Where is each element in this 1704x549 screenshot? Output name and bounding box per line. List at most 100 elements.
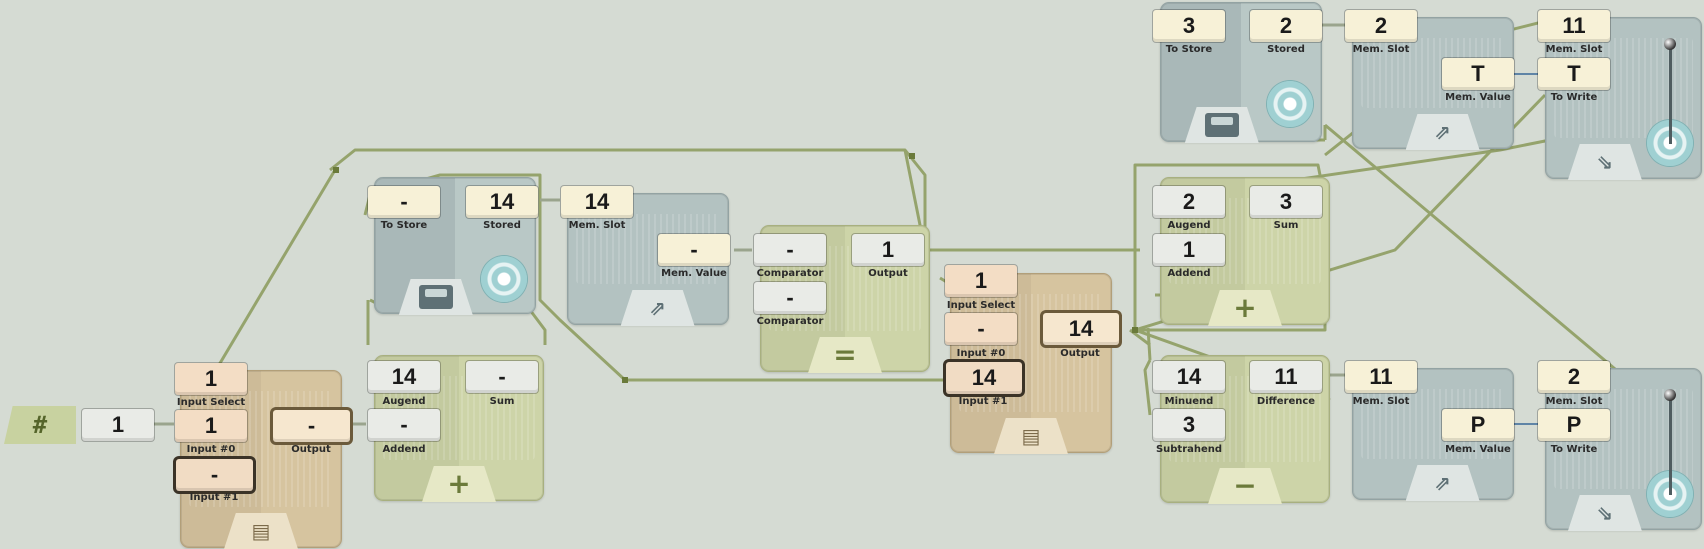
input-0-label: Input #0	[956, 348, 1006, 359]
mem-slot-field[interactable]: 11	[1345, 361, 1417, 393]
addend-field[interactable]: -	[368, 409, 440, 441]
mem-slot-field[interactable]: 11	[1538, 10, 1610, 42]
mem-slot-label: Mem. Slot	[568, 220, 626, 231]
memory-read-icon: ⇗	[620, 290, 695, 326]
minuend-label: Minuend	[1164, 396, 1214, 407]
input-1-field[interactable]: 14	[946, 362, 1022, 394]
mem-slot-label: Mem. Slot	[1545, 396, 1603, 407]
read-arrow-glyph: ⇗	[1434, 120, 1451, 144]
lever-knob-icon	[1664, 389, 1676, 401]
box-glyph	[418, 285, 453, 309]
to-write-label: To Write	[1550, 92, 1598, 103]
difference-field[interactable]: 11	[1250, 361, 1322, 393]
number-constant-icon[interactable]: #	[4, 406, 76, 444]
input-select-field[interactable]: 1	[945, 265, 1017, 297]
mux-output-label: Output	[1060, 348, 1100, 359]
to-store-field[interactable]: 3	[1153, 10, 1225, 42]
memory-write-icon: ⇘	[1567, 144, 1642, 180]
wire	[1143, 359, 1152, 416]
wire	[1259, 138, 1551, 187]
mux-icon: ▤	[224, 513, 298, 549]
mem-value-label: Mem. Value	[1445, 444, 1511, 455]
to-store-field[interactable]: -	[368, 186, 440, 218]
disk-icon	[481, 256, 527, 302]
input-0-field[interactable]: -	[945, 313, 1017, 345]
mem-slot-label: Mem. Slot	[1545, 44, 1603, 55]
storage-box-icon	[1184, 107, 1259, 143]
plus-glyph: +	[1233, 291, 1257, 324]
sum-field[interactable]: -	[466, 361, 538, 393]
mux-output-field[interactable]: -	[273, 410, 350, 442]
mem-value-field[interactable]: P	[1442, 409, 1514, 441]
mux-icon-glyph: ▤	[1021, 424, 1041, 448]
sum-label: Sum	[489, 396, 515, 407]
mux-output-field[interactable]: 14	[1043, 313, 1119, 345]
input-select-field[interactable]: 1	[175, 363, 247, 395]
mem-slot-field[interactable]: 2	[1538, 361, 1610, 393]
mem-value-label: Mem. Value	[1445, 92, 1511, 103]
disk-icon	[1267, 81, 1313, 127]
mem-slot-label: Mem. Slot	[1352, 396, 1410, 407]
augend-label: Augend	[1167, 220, 1211, 231]
comparator-b-label: Comparator	[756, 316, 824, 327]
storage-box-icon	[398, 279, 473, 315]
read-arrow-glyph: ⇗	[649, 296, 666, 320]
memory-write-icon: ⇘	[1567, 495, 1642, 531]
to-store-label: To Store	[1165, 44, 1213, 55]
input-select-label: Input Select	[176, 397, 246, 408]
comparator-output-label: Output	[868, 268, 908, 279]
addend-label: Addend	[1167, 268, 1211, 279]
input-0-field[interactable]: 1	[175, 410, 247, 442]
comparator-b-field[interactable]: -	[754, 282, 826, 314]
sum-label: Sum	[1273, 220, 1299, 231]
lever-icon	[1669, 44, 1672, 144]
to-write-label: To Write	[1550, 444, 1598, 455]
augend-field[interactable]: 14	[368, 361, 440, 393]
mem-value-field[interactable]: T	[1442, 58, 1514, 90]
mem-value-field[interactable]: -	[658, 234, 730, 266]
subtrahend-label: Subtrahend	[1155, 444, 1223, 455]
lever-knob-icon	[1664, 38, 1676, 50]
wire-junction	[622, 377, 628, 383]
plus-icon: +	[1208, 290, 1282, 326]
wire	[208, 169, 337, 381]
mem-slot-label: Mem. Slot	[1352, 44, 1410, 55]
stored-label: Stored	[483, 220, 521, 231]
mux-output-label: Output	[291, 444, 331, 455]
mux-icon: ▤	[994, 418, 1068, 454]
mem-value-label: Mem. Value	[661, 268, 727, 279]
augend-label: Augend	[382, 396, 426, 407]
to-write-field[interactable]: T	[1538, 58, 1610, 90]
wire-junction	[909, 153, 915, 159]
comparator-a-field[interactable]: -	[754, 234, 826, 266]
addend-field[interactable]: 1	[1153, 234, 1225, 266]
box-glyph	[1204, 113, 1239, 137]
comparator-output-field[interactable]: 1	[852, 234, 924, 266]
to-write-field[interactable]: P	[1538, 409, 1610, 441]
stored-field[interactable]: 14	[466, 186, 538, 218]
minuend-field[interactable]: 14	[1153, 361, 1225, 393]
sum-field[interactable]: 3	[1250, 186, 1322, 218]
mem-slot-field[interactable]: 2	[1345, 10, 1417, 42]
comparator-a-label: Comparator	[756, 268, 824, 279]
augend-field[interactable]: 2	[1153, 186, 1225, 218]
mux-icon-glyph: ▤	[251, 519, 271, 543]
wire-junction	[1132, 327, 1138, 333]
input-0-label: Input #0	[186, 444, 236, 455]
lever-icon	[1669, 395, 1672, 495]
subtrahend-field[interactable]: 3	[1153, 409, 1225, 441]
addend-label: Addend	[382, 444, 426, 455]
equals-glyph: =	[833, 338, 857, 371]
mem-slot-field[interactable]: 14	[561, 186, 633, 218]
write-arrow-glyph: ⇘	[1596, 150, 1614, 174]
wire	[1146, 327, 1152, 361]
wire	[903, 149, 1140, 252]
constant-value[interactable]: 1	[82, 409, 154, 441]
difference-label: Difference	[1256, 396, 1316, 407]
read-arrow-glyph: ⇗	[1434, 471, 1451, 495]
plus-glyph: +	[447, 467, 471, 500]
stored-field[interactable]: 2	[1250, 10, 1322, 42]
input-1-field[interactable]: -	[176, 459, 253, 491]
write-arrow-glyph: ⇘	[1596, 501, 1614, 525]
minus-glyph: −	[1233, 469, 1257, 502]
